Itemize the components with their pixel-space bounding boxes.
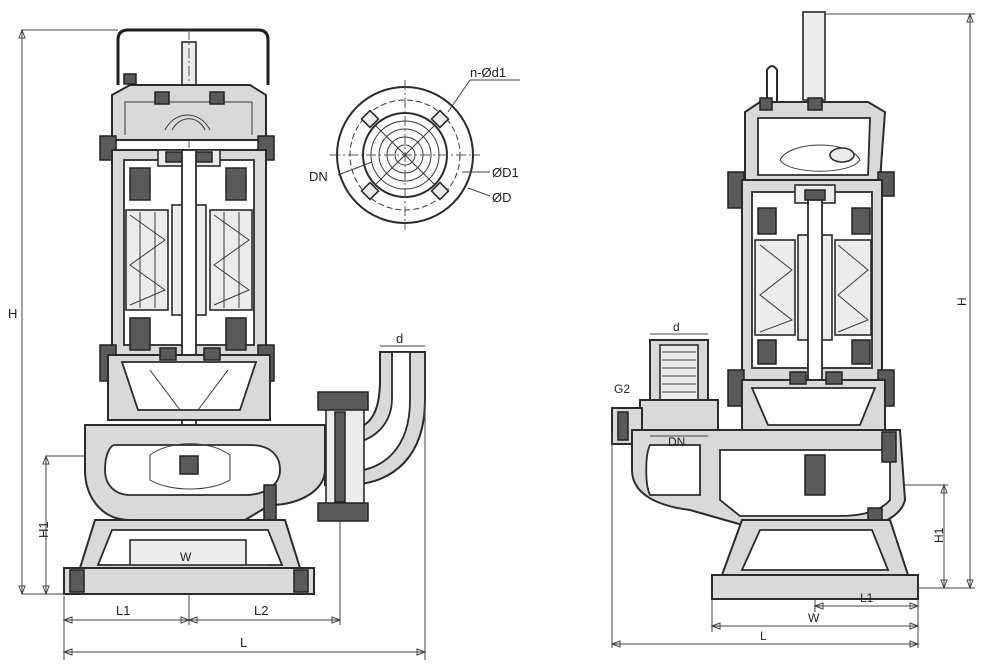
flange-label-d: ØD [492, 190, 512, 205]
side-view: H H1 G2 d DN L1 W L [610, 11, 975, 648]
side-stator-core [754, 239, 872, 336]
side-label-w: W [808, 611, 820, 625]
front-dimensions [18, 28, 427, 660]
bolt-hole-1 [360, 109, 380, 129]
front-label-l1: L1 [116, 603, 130, 618]
flange-label-d1: ØD1 [492, 165, 519, 180]
stator-winding-left [129, 167, 151, 201]
side-label-h1: H1 [932, 527, 946, 543]
cable-pipe [802, 11, 826, 101]
flange-view: n-Ød1 DN ØD1 ØD [309, 65, 520, 230]
flange-label-dn: DN [309, 169, 328, 184]
front-label-h: H [8, 306, 17, 321]
bolt-hole-4 [430, 181, 450, 201]
front-label-l: L [240, 635, 247, 650]
side-label-dn: DN [668, 435, 685, 449]
side-label-h: H [955, 297, 969, 306]
side-label-l1: L1 [860, 591, 874, 605]
stator-core [125, 209, 253, 311]
motor-top-cover [111, 84, 267, 141]
side-base-plate [711, 574, 919, 600]
bolt-hole-3 [360, 181, 380, 201]
front-label-d: d [396, 331, 403, 346]
front-label-w: W [180, 550, 192, 564]
side-dimensions [610, 12, 975, 648]
side-label-l: L [760, 629, 767, 643]
front-label-h1: H1 [36, 521, 51, 538]
side-label-d: d [673, 320, 680, 334]
bolt-hole-2 [430, 109, 450, 129]
flange-label-nd1: n-Ød1 [470, 65, 506, 80]
cable-hook [766, 65, 778, 110]
side-label-g2: G2 [614, 382, 630, 396]
front-view: H H1 W L1 L2 L d [8, 28, 427, 660]
base-plate [63, 567, 315, 595]
lifting-handle [116, 28, 270, 85]
front-label-l2: L2 [254, 603, 268, 618]
